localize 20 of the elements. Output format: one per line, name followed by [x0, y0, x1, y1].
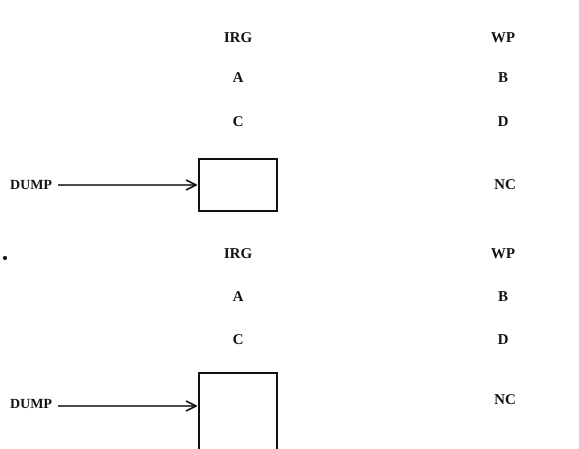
signal-label: D: [498, 113, 508, 131]
signal-label: D: [498, 331, 508, 349]
input-label: DUMP: [10, 397, 52, 413]
signal-label: B: [498, 69, 508, 87]
arrow: [58, 179, 197, 191]
signal-label: NC: [494, 176, 516, 194]
empty-box: [198, 372, 278, 449]
signal-label: C: [232, 113, 244, 131]
input-label: DUMP: [10, 178, 52, 194]
signal-label: IRG: [224, 245, 252, 263]
signal-label: WP: [490, 29, 516, 47]
signal-label: NC: [494, 391, 516, 409]
empty-box: [198, 158, 278, 212]
signal-label: WP: [490, 245, 516, 263]
signal-label: A: [232, 69, 244, 87]
signal-label: IRG: [224, 29, 252, 47]
arrow: [58, 400, 197, 412]
signal-label: B: [498, 288, 508, 306]
signal-label: C: [232, 331, 244, 349]
signal-label: A: [232, 288, 244, 306]
